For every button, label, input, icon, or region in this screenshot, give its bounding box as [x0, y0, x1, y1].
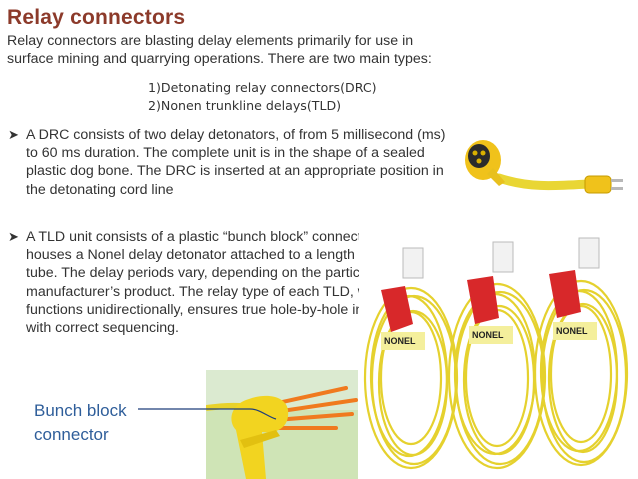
nonel-tld-photo — [359, 228, 635, 479]
bullet-text-tld: A TLD unit consists of a plastic “bunch … — [26, 229, 415, 337]
bullet-text-drc: A DRC consists of two delay detonators, … — [26, 127, 446, 198]
bunch-label-line2: connector — [34, 425, 109, 444]
nonel-brand-3: NONEL — [556, 326, 588, 336]
label-pointer-line — [138, 408, 277, 420]
bunch-block-photo — [206, 370, 358, 479]
intro-paragraph: Relay connectors are blasting delay elem… — [7, 33, 432, 67]
nonel-brand-2: NONEL — [472, 330, 504, 340]
bullet-drc: ➤ A DRC consists of two delay detonators… — [8, 126, 448, 199]
bunch-label-line1: Bunch block — [34, 401, 127, 420]
types-list: 1)Detonating relay connectors(DRC) 2)Non… — [148, 79, 377, 115]
arrow-bullet-icon: ➤ — [8, 127, 19, 142]
bunch-block-label: Bunch block connector — [34, 399, 127, 447]
arrow-bullet-icon: ➤ — [8, 229, 19, 244]
bullet-tld: ➤ A TLD unit consists of a plastic “bunc… — [8, 228, 428, 337]
type-item-tld: 2)Nonen trunkline delays(TLD) — [148, 98, 342, 113]
type-item-drc: 1)Detonating relay connectors(DRC) — [148, 80, 377, 95]
nonel-brand-1: NONEL — [384, 336, 416, 346]
drc-connector-photo — [459, 126, 631, 214]
slide-title: Relay connectors — [7, 6, 186, 29]
